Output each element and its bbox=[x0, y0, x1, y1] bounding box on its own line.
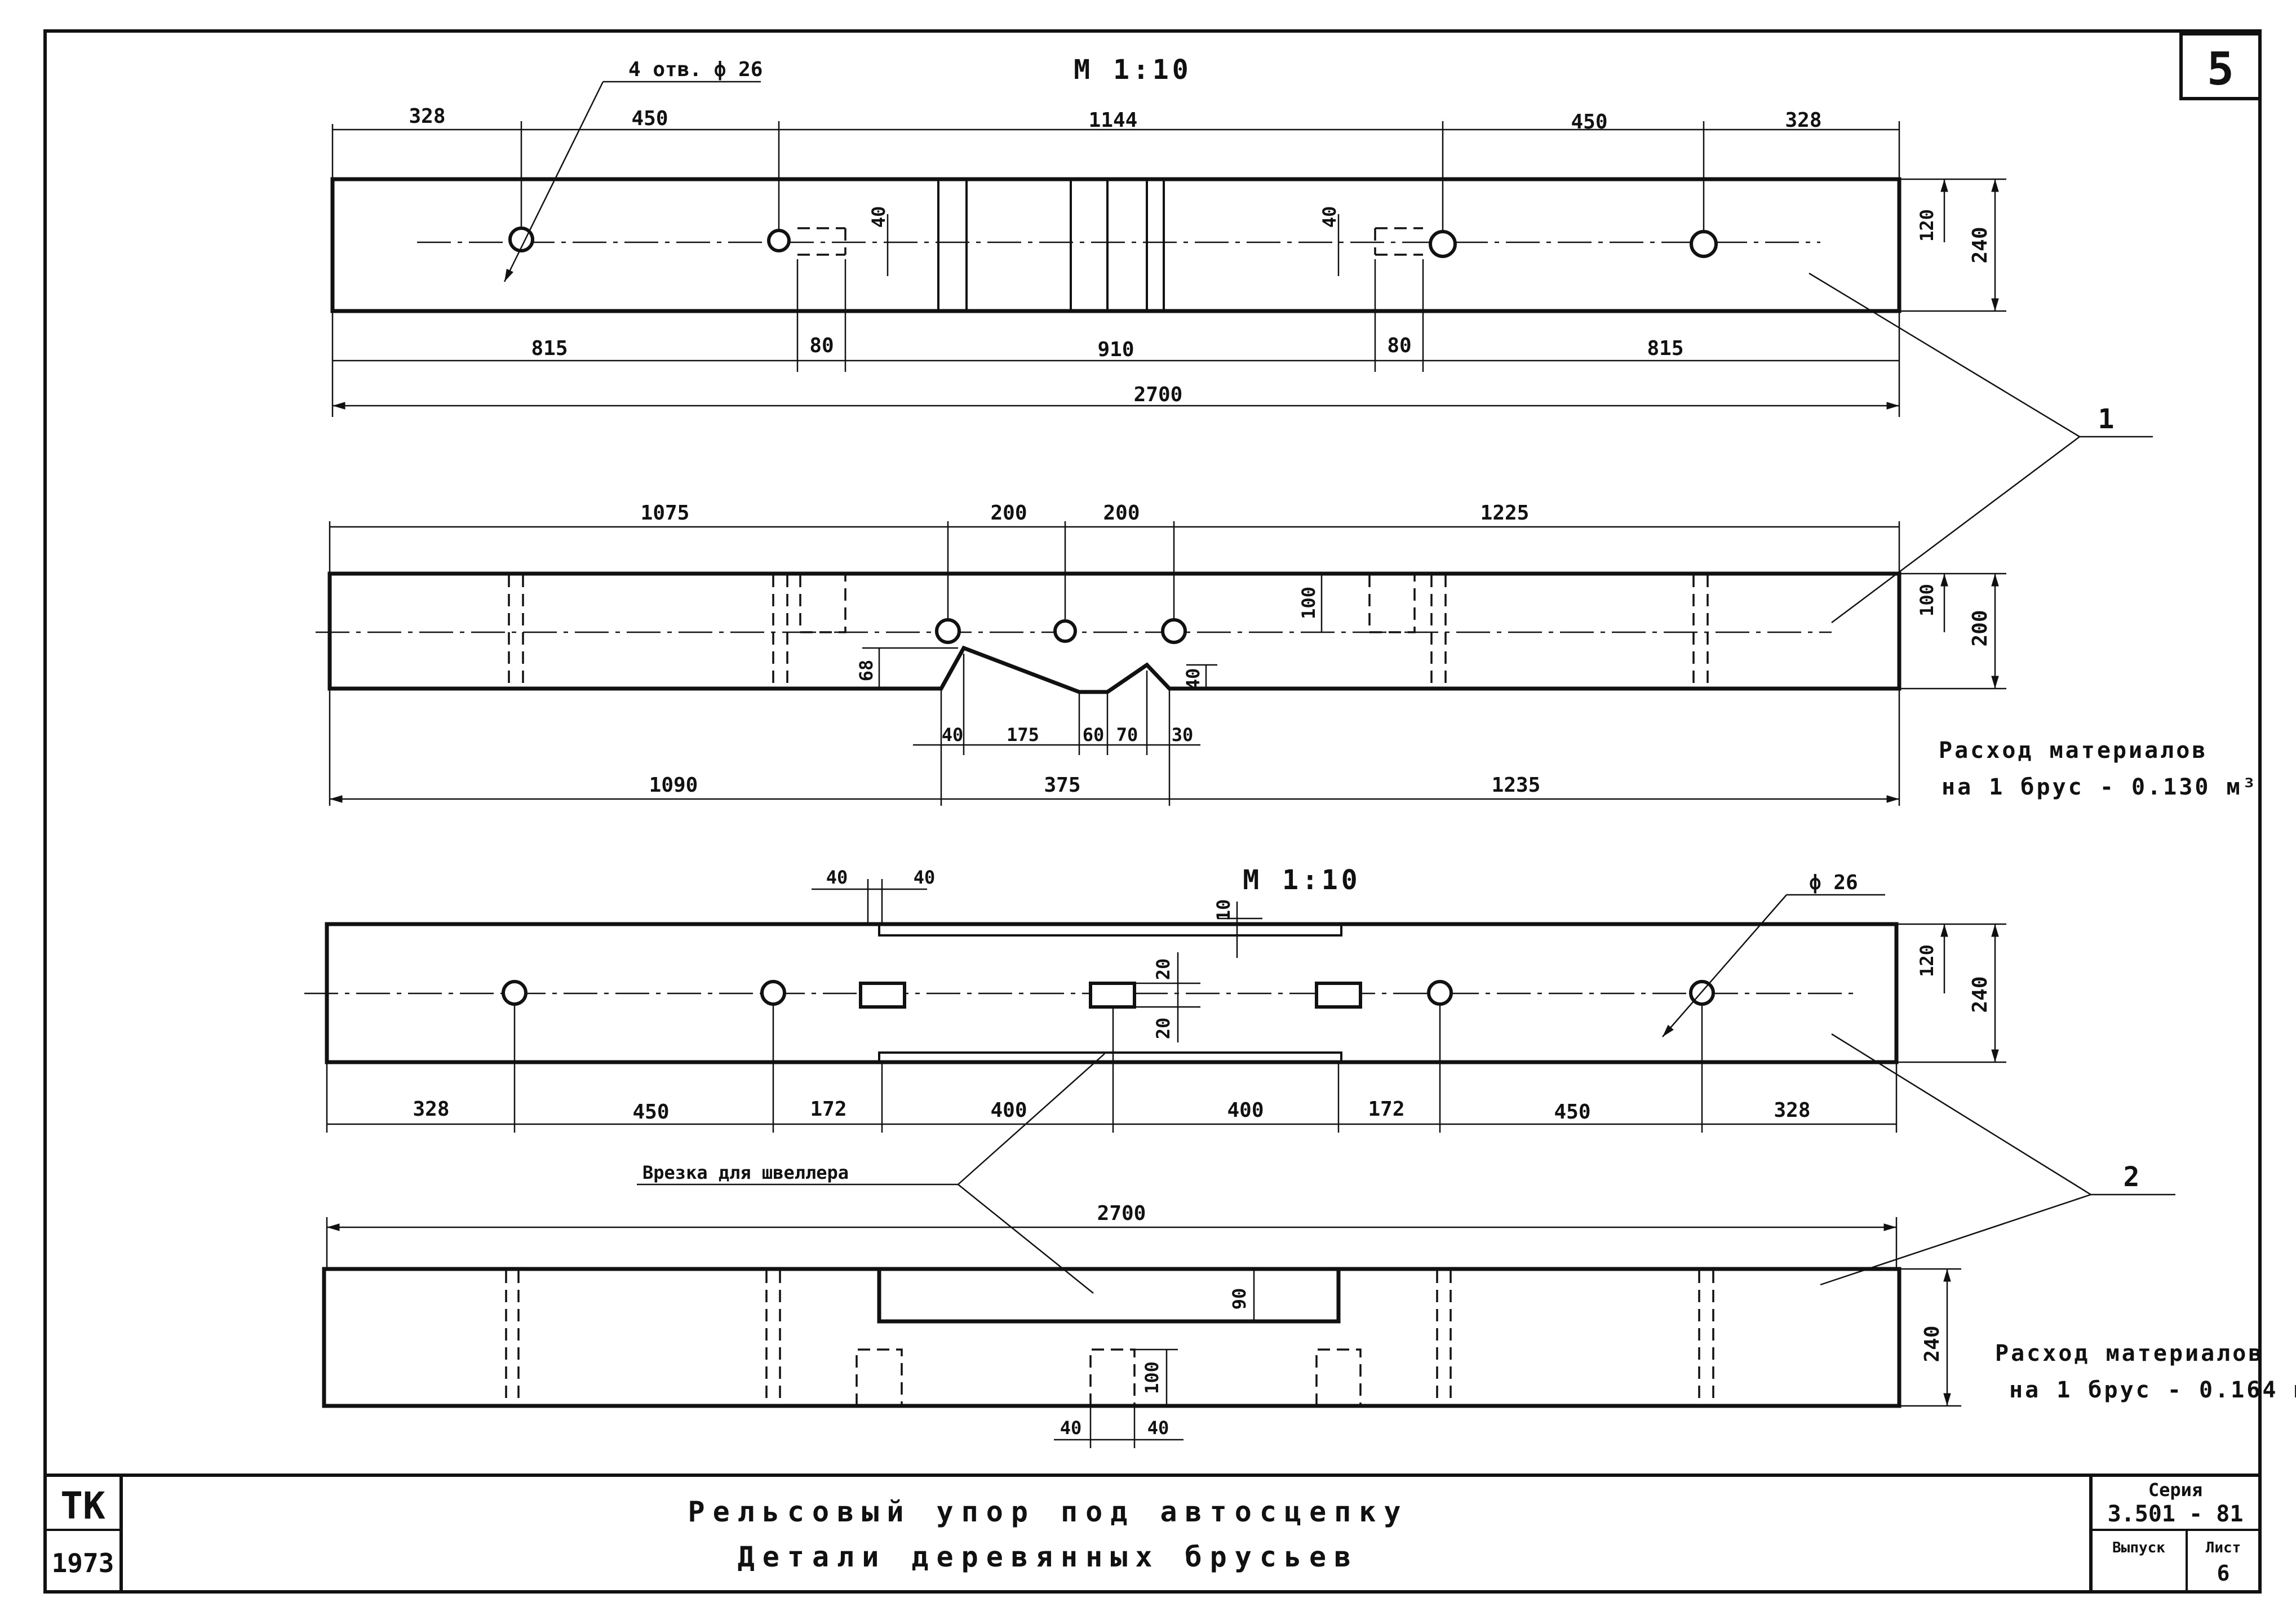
beam2-bottom-dim-2: 450 bbox=[632, 1100, 669, 1124]
beam1-top-dim-2: 450 bbox=[631, 107, 668, 130]
issue-label: Выпуск bbox=[2112, 1539, 2165, 1556]
beam1-side-bottom-dim-3: 1235 bbox=[1492, 774, 1541, 797]
beam2-side-240: 240 bbox=[1921, 1325, 1944, 1362]
series-label: Серия bbox=[2148, 1479, 2202, 1501]
title-year: 1973 bbox=[52, 1548, 114, 1578]
beam2-bottom-dim-3: 172 bbox=[810, 1098, 846, 1121]
beam2-bottom-dim-5: 400 bbox=[1227, 1099, 1264, 1122]
sheet-number-box bbox=[2179, 32, 2262, 100]
beam2-dim-20a: 20 bbox=[1153, 958, 1174, 980]
beam1-side-bottom-dim-2: 375 bbox=[1044, 774, 1080, 797]
beam2-material-line1: Расход материалов bbox=[1995, 1341, 2264, 1366]
beam1-side-top-dim-2: 200 bbox=[990, 502, 1027, 525]
beam2-top-view: 40 40 10 20 20 120 240 ф 26 328 bbox=[304, 867, 2006, 1133]
beam1-dim-40c: 40 bbox=[1182, 668, 1204, 690]
series-value: 3.501 - 81 bbox=[2108, 1501, 2244, 1527]
sheet-value: 6 bbox=[2217, 1561, 2230, 1586]
cutout-note-label: Врезка для швеллера bbox=[642, 1162, 849, 1183]
beam2-dim-40a: 40 bbox=[826, 867, 848, 888]
beam2-hole-3 bbox=[1427, 980, 1453, 1006]
beam2-dim-100: 100 bbox=[1141, 1361, 1163, 1394]
beam1-top-dim-5: 328 bbox=[1785, 109, 1821, 132]
beam2-dim-240: 240 bbox=[1969, 976, 1992, 1013]
beam2-hole-1 bbox=[502, 980, 528, 1006]
beam1-material-line2: на 1 брус - 0.130 м³ bbox=[1942, 774, 2258, 800]
beam1-bottom-dim-2: 80 bbox=[809, 334, 834, 357]
beam2-dim-10: 10 bbox=[1213, 899, 1234, 921]
scale-label-mid: М 1:10 bbox=[1243, 864, 1360, 896]
beam1-notch-dim-2: 175 bbox=[1007, 724, 1039, 745]
beam1-hole-4 bbox=[1690, 230, 1718, 258]
beam2-hole-2 bbox=[760, 980, 786, 1006]
beam2-slot-2 bbox=[1089, 982, 1136, 1009]
beam2-bottom-dim-8: 328 bbox=[1774, 1099, 1810, 1122]
beam1-side-hole-1 bbox=[935, 618, 961, 644]
scale-label-top: М 1:10 bbox=[1074, 54, 1191, 86]
beam1-top-view: 4 отв. ф 26 328 450 1144 450 328 40 40 1… bbox=[330, 58, 2006, 417]
beam1-notch-dim-4: 70 bbox=[1116, 724, 1138, 745]
beam1-dim-100a: 100 bbox=[1298, 587, 1319, 619]
beam2-bottom-dim-4: 400 bbox=[990, 1099, 1027, 1122]
beam1-side-view: 1075 200 200 1225 68 40 100 100 200 40 1… bbox=[316, 502, 2258, 806]
beam1-side-top-dim-4: 1225 bbox=[1481, 502, 1530, 525]
beam2-bottom-dim-1: 328 bbox=[413, 1098, 449, 1121]
beam1-dim-120: 120 bbox=[1916, 209, 1938, 242]
beam1-side-top-dim-1: 1075 bbox=[641, 502, 690, 525]
beam2-dim-90: 90 bbox=[1229, 1288, 1250, 1310]
beam1-dim-40b: 40 bbox=[1319, 206, 1340, 228]
beam1-notch-dim-1: 40 bbox=[942, 724, 964, 745]
callout-1: 1 bbox=[1809, 272, 2153, 623]
beam1-bottom-dim-1: 815 bbox=[531, 337, 568, 360]
beam1-side-hole-3 bbox=[1161, 618, 1187, 644]
beam2-dim-40b: 40 bbox=[914, 867, 936, 888]
beam1-side-top-dim-3: 200 bbox=[1103, 502, 1140, 525]
beam2-dim-40d: 40 bbox=[1147, 1417, 1169, 1439]
callout-2-label: 2 bbox=[2124, 1161, 2143, 1193]
callout-1-label: 1 bbox=[2098, 403, 2118, 435]
beam1-hole-2 bbox=[767, 229, 791, 252]
beam1-bottom-dim-4: 80 bbox=[1387, 334, 1411, 357]
title-block: ТК 1973 Рельсовый упор под автосцепку Де… bbox=[45, 1474, 2260, 1592]
beam1-bottom-dim-5: 815 bbox=[1647, 337, 1683, 360]
beam2-side-view: 2700 90 100 40 40 240 Расход материалов … bbox=[322, 1202, 2296, 1448]
beam2-hole-note: ф 26 bbox=[1809, 871, 1858, 894]
beam1-hole-3 bbox=[1429, 230, 1457, 258]
beam2-dim-40c: 40 bbox=[1060, 1417, 1082, 1439]
beam2-total: 2700 bbox=[1097, 1202, 1146, 1225]
beam1-top-dim-4: 450 bbox=[1571, 110, 1607, 134]
title-line-1: Рельсовый упор под автосцепку bbox=[688, 1495, 1409, 1528]
beam1-side-bottom-dim-1: 1090 bbox=[649, 774, 698, 797]
beam1-dim-200: 200 bbox=[1969, 610, 1992, 646]
beam1-dim-240: 240 bbox=[1969, 227, 1992, 263]
title-line-2: Детали деревянных брусьев bbox=[738, 1541, 1359, 1573]
outer-frame bbox=[43, 29, 2262, 1594]
beam1-side-hole-2 bbox=[1053, 619, 1077, 643]
sheet-number: 5 bbox=[2207, 43, 2234, 95]
beam2-dim-120: 120 bbox=[1916, 944, 1938, 977]
beam2-bottom-dim-7: 450 bbox=[1554, 1100, 1590, 1124]
beam1-top-dim-3: 1144 bbox=[1089, 109, 1138, 132]
title-org: ТК bbox=[60, 1484, 105, 1528]
beam2-slot-1 bbox=[859, 982, 906, 1009]
beam1-dim-40a: 40 bbox=[868, 206, 889, 228]
beam1-hole-note: 4 отв. ф 26 bbox=[628, 58, 763, 81]
beam1-bottom-dim-3: 910 bbox=[1097, 338, 1134, 361]
beam2-slot-3 bbox=[1315, 982, 1362, 1009]
beam1-top-dim-1: 328 bbox=[409, 105, 445, 128]
beam1-dim-68: 68 bbox=[856, 660, 877, 682]
cutout-note: Врезка для швеллера bbox=[637, 1053, 1105, 1294]
beam1-dim-100b: 100 bbox=[1916, 584, 1938, 616]
beam1-notch-dim-5: 30 bbox=[1172, 724, 1194, 745]
beam1-total: 2700 bbox=[1134, 383, 1183, 406]
beam2-material-line2: на 1 брус - 0.164 м³ bbox=[2009, 1377, 2296, 1403]
callout-2: 2 bbox=[1820, 1033, 2175, 1286]
beam1-notch-dim-3: 60 bbox=[1083, 724, 1105, 745]
beam2-dim-20b: 20 bbox=[1153, 1018, 1174, 1040]
beam2-bottom-dim-6: 172 bbox=[1368, 1098, 1404, 1121]
beam1-material-line1: Расход материалов bbox=[1939, 738, 2208, 764]
sheet-label: Лист bbox=[2206, 1539, 2241, 1556]
